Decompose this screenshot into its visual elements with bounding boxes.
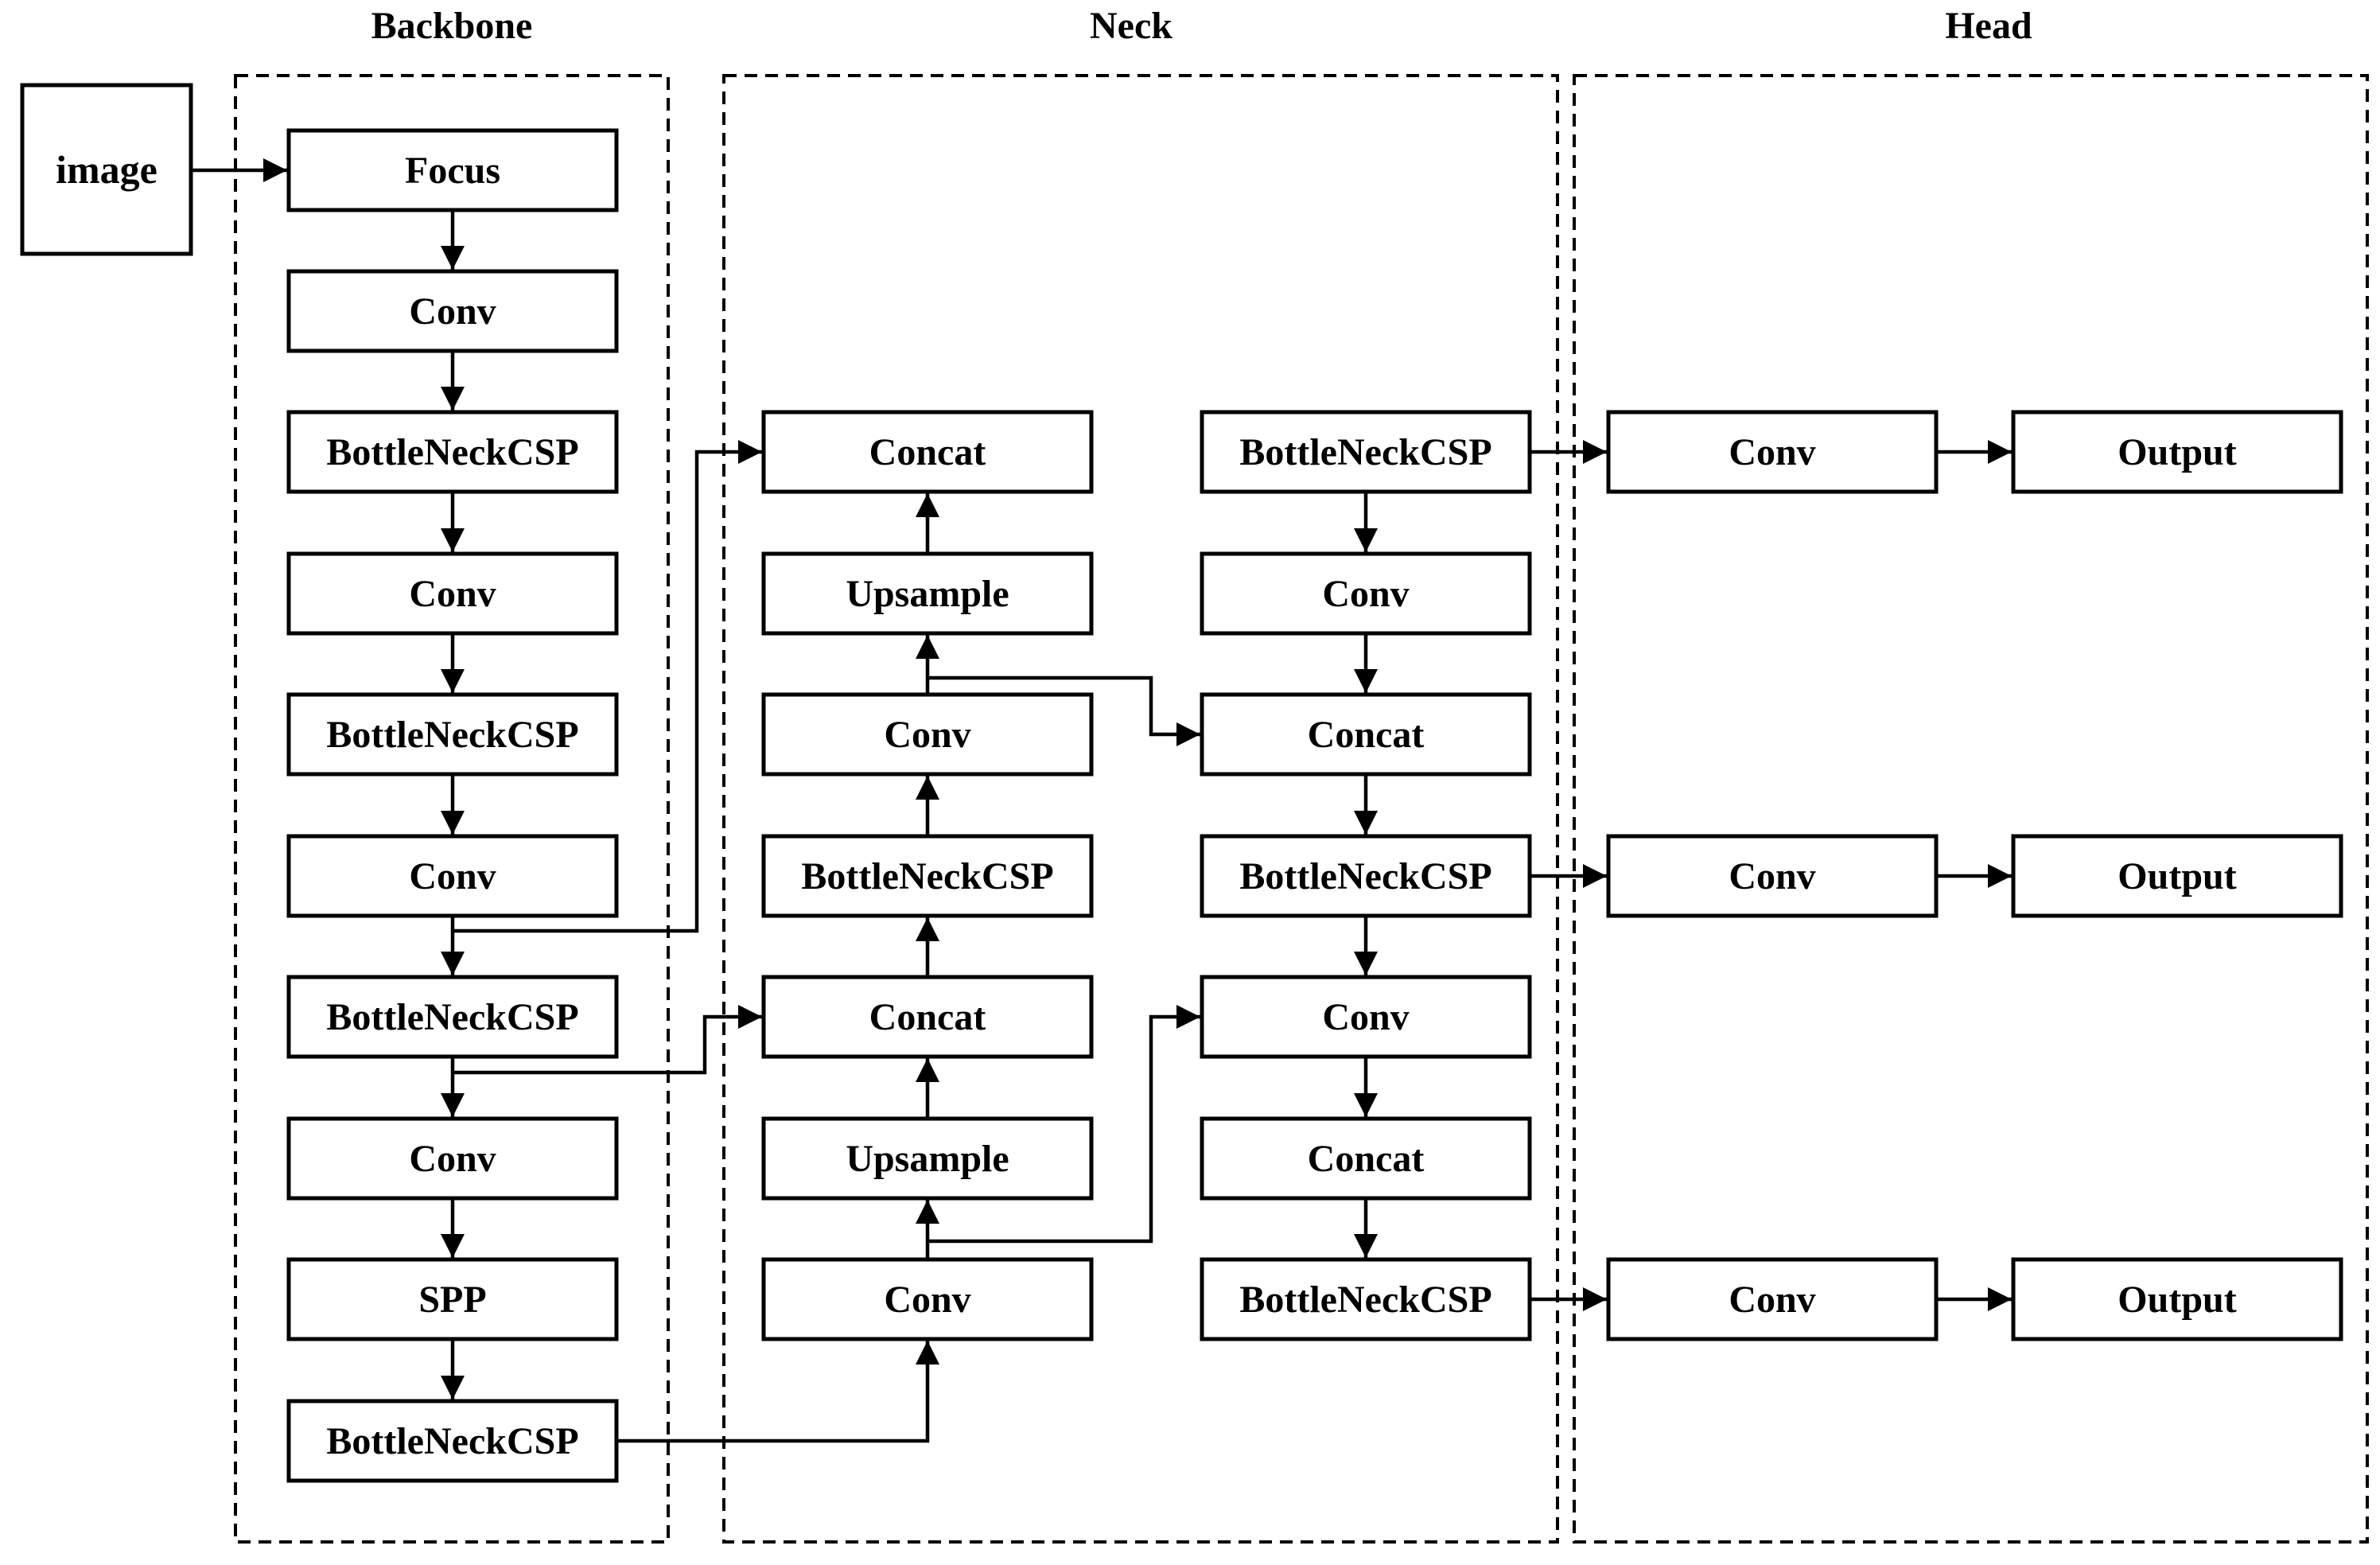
neck-up-concat-1-label: Concat [869, 431, 986, 473]
head-conv-2: Conv [1606, 834, 1939, 918]
backbone-spp-9-label: SPP [418, 1279, 486, 1321]
head-conv-1: Conv [1606, 410, 1939, 494]
backbone-column: FocusConvBottleNeckCSPConvBottleNeckCSPC… [286, 128, 619, 1483]
backbone-group [234, 74, 670, 1544]
head-output-3-label: Output [2118, 1279, 2236, 1321]
neck-up-conv-3-label: Conv [884, 714, 970, 756]
neck-title: Neck [1090, 5, 1172, 47]
backbone-bottleneckcsp-10: BottleNeckCSP [286, 1399, 619, 1483]
input-image-label: image [56, 147, 158, 192]
backbone-conv-6-label: Conv [409, 855, 496, 897]
backbone-bottleneckcsp-7-label: BottleNeckCSP [326, 996, 578, 1038]
backbone-title: Backbone [371, 5, 533, 47]
neck-down-conv-2-label: Conv [1322, 573, 1409, 615]
neck-up-upsample-6: Upsample [761, 1116, 1094, 1201]
head-output-2-label: Output [2118, 855, 2236, 897]
neck-down-bottleneckcsp-4-label: BottleNeckCSP [1239, 855, 1491, 897]
backbone-bottleneckcsp-7: BottleNeckCSP [286, 975, 619, 1059]
backbone-conv-2-label: Conv [409, 290, 496, 333]
backbone-to-neck-concat-2-arrow [453, 1005, 762, 1075]
neck-up-concat-1: Concat [761, 410, 1094, 494]
neck-down-concat-3: Concat [1200, 692, 1532, 777]
backbone-conv-8: Conv [286, 1116, 619, 1201]
neck-up-bottleneckcsp-4: BottleNeckCSP [761, 834, 1094, 918]
backbone-bottleneckcsp-10-label: BottleNeckCSP [326, 1420, 578, 1462]
connectors [191, 158, 2012, 1443]
neck-downsample-column: BottleNeckCSPConvConcatBottleNeckCSPConv… [1200, 410, 1532, 1341]
input-image-node: image [20, 83, 193, 256]
head-output-1: Output [2011, 410, 2343, 494]
backbone-bottleneckcsp-5: BottleNeckCSP [286, 692, 619, 777]
neck-down-concat-6-label: Concat [1308, 1138, 1425, 1180]
neck-up-upsample-2: Upsample [761, 551, 1094, 636]
head-output-2: Output [2011, 834, 2343, 918]
neck-down-bottleneckcsp-7: BottleNeckCSP [1200, 1257, 1532, 1341]
neck-upsample-column: ConcatUpsampleConvBottleNeckCSPConcatUps… [761, 410, 1094, 1341]
neck-conv-to-downpath-conv-arrow [928, 1005, 1200, 1244]
neck-up-concat-5: Concat [761, 975, 1094, 1059]
neck-up-conv-3: Conv [761, 692, 1094, 777]
head-conv-2-label: Conv [1729, 855, 1815, 897]
neck-down-conv-5-label: Conv [1322, 996, 1409, 1038]
neck-down-bottleneckcsp-4: BottleNeckCSP [1200, 834, 1532, 918]
neck-up-bottleneckcsp-4-label: BottleNeckCSP [801, 855, 1053, 897]
backbone-conv-4: Conv [286, 551, 619, 636]
neck-group [722, 74, 1559, 1544]
backbone-to-neck-concat-1-arrow [453, 440, 762, 933]
neck-down-concat-6: Concat [1200, 1116, 1532, 1201]
neck-down-conv-5: Conv [1200, 975, 1532, 1059]
backbone-focus-1: Focus [286, 128, 619, 212]
head-conv-1-label: Conv [1729, 431, 1815, 473]
backbone-spp-9: SPP [286, 1257, 619, 1341]
backbone-conv-2: Conv [286, 269, 619, 353]
backbone-conv-4-label: Conv [409, 573, 496, 615]
backbone-bottleneckcsp-3-label: BottleNeckCSP [326, 431, 578, 473]
backbone-bottleneckcsp-3: BottleNeckCSP [286, 410, 619, 494]
head-group [1573, 74, 2369, 1544]
neck-up-upsample-2-label: Upsample [846, 573, 1009, 615]
head-output-3: Output [2011, 1257, 2343, 1341]
backbone-conv-8-label: Conv [409, 1138, 496, 1180]
backbone-focus-1-label: Focus [405, 150, 500, 192]
neck-down-bottleneckcsp-1-label: BottleNeckCSP [1239, 431, 1491, 473]
neck-up-upsample-6-label: Upsample [846, 1138, 1009, 1180]
neck-conv-to-downpath-concat-arrow [928, 675, 1200, 746]
neck-up-conv-7: Conv [761, 1257, 1094, 1341]
backbone-spp-csp-to-neck-conv-arrow [616, 1341, 939, 1443]
backbone-bottleneckcsp-5-label: BottleNeckCSP [326, 714, 578, 756]
neck-down-bottleneckcsp-1: BottleNeckCSP [1200, 410, 1532, 494]
neck-down-bottleneckcsp-7-label: BottleNeckCSP [1239, 1279, 1491, 1321]
backbone-conv-6: Conv [286, 834, 619, 918]
neck-up-concat-5-label: Concat [869, 996, 986, 1038]
neck-up-conv-7-label: Conv [884, 1279, 970, 1321]
head-title: Head [1945, 5, 2032, 47]
neck-down-concat-3-label: Concat [1308, 714, 1425, 756]
neck-down-conv-2: Conv [1200, 551, 1532, 636]
head-conv-3: Conv [1606, 1257, 1939, 1341]
head-conv-3-label: Conv [1729, 1279, 1815, 1321]
head-output-1-label: Output [2118, 431, 2236, 473]
